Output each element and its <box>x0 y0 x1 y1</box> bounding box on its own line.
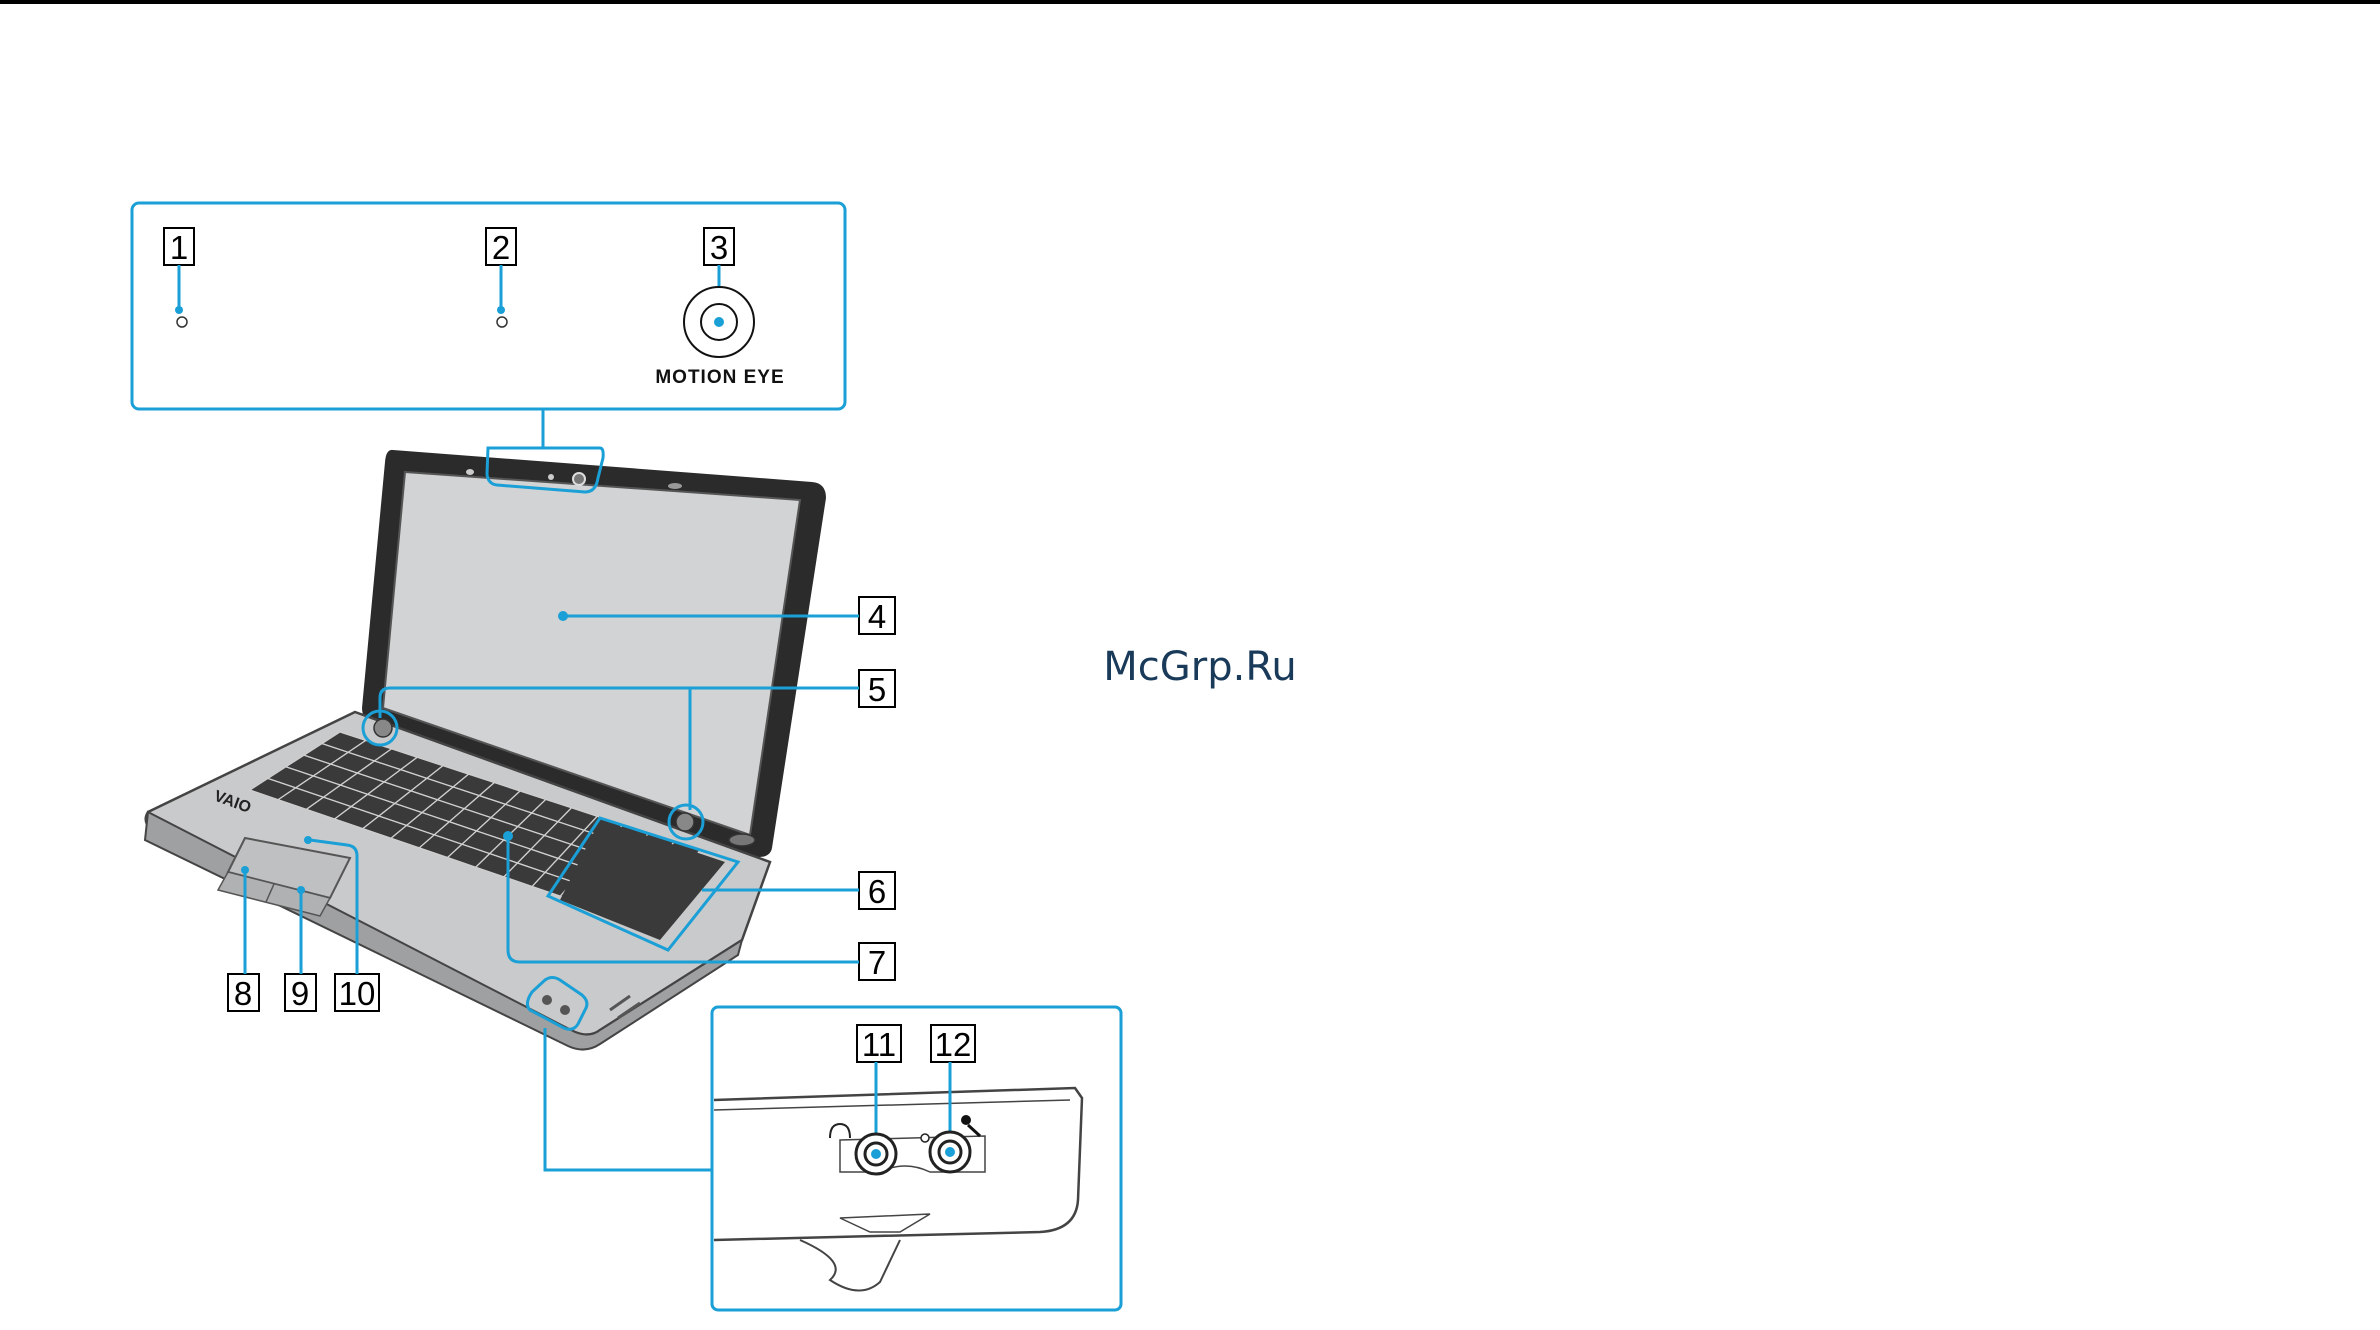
camera-lens <box>573 473 585 485</box>
leader-dot-2 <box>497 306 505 314</box>
speaker-left <box>374 719 392 737</box>
callout-number-5: 5 <box>868 671 886 708</box>
leader-dot-8 <box>241 866 249 874</box>
lid-indicator <box>668 483 682 489</box>
laptop-illustration: VAIO <box>145 450 826 1050</box>
callout-number-9: 9 <box>291 975 309 1012</box>
leader-dot-11 <box>871 1149 881 1159</box>
indicator-icon-2 <box>497 317 507 327</box>
callout-number-7: 7 <box>868 944 886 981</box>
inset-connector-bottom <box>545 1028 712 1170</box>
microphone-icon <box>961 1115 980 1136</box>
leader-dot-9 <box>297 886 305 894</box>
speaker-right <box>676 813 694 831</box>
callout-number-11: 11 <box>862 1026 896 1063</box>
callout-number-1: 1 <box>170 229 188 266</box>
power-button <box>729 834 755 846</box>
top-rule <box>0 0 2380 4</box>
watermark: McGrp.Ru <box>1103 644 1296 690</box>
leader-dot-7 <box>503 831 513 841</box>
sensor-dot <box>548 474 554 480</box>
callout-number-4: 4 <box>868 598 886 635</box>
callout-number-8: 8 <box>234 975 252 1012</box>
jack-dot <box>560 1005 570 1015</box>
leader-dot-4 <box>558 611 568 621</box>
leader-dot-10 <box>304 836 312 844</box>
leader-dot-12 <box>945 1147 955 1157</box>
indicator-icon-1 <box>177 317 187 327</box>
callout-number-3: 3 <box>710 229 728 266</box>
callout-number-12: 12 <box>935 1026 972 1063</box>
jack-dot <box>542 995 552 1005</box>
jack-indicator-icon <box>921 1134 929 1142</box>
motion-eye-label: MOTION EYE <box>655 367 784 388</box>
headphones-icon <box>830 1124 850 1138</box>
leader-dot-3 <box>714 317 724 327</box>
leader-dot-1 <box>175 306 183 314</box>
sensor-dot <box>466 469 474 475</box>
callout-number-10: 10 <box>339 975 376 1012</box>
callout-number-6: 6 <box>868 873 886 910</box>
callout-number-2: 2 <box>492 229 510 266</box>
jack-inset-illustration <box>714 1088 1082 1291</box>
jack-inset-frame <box>712 1007 1121 1310</box>
